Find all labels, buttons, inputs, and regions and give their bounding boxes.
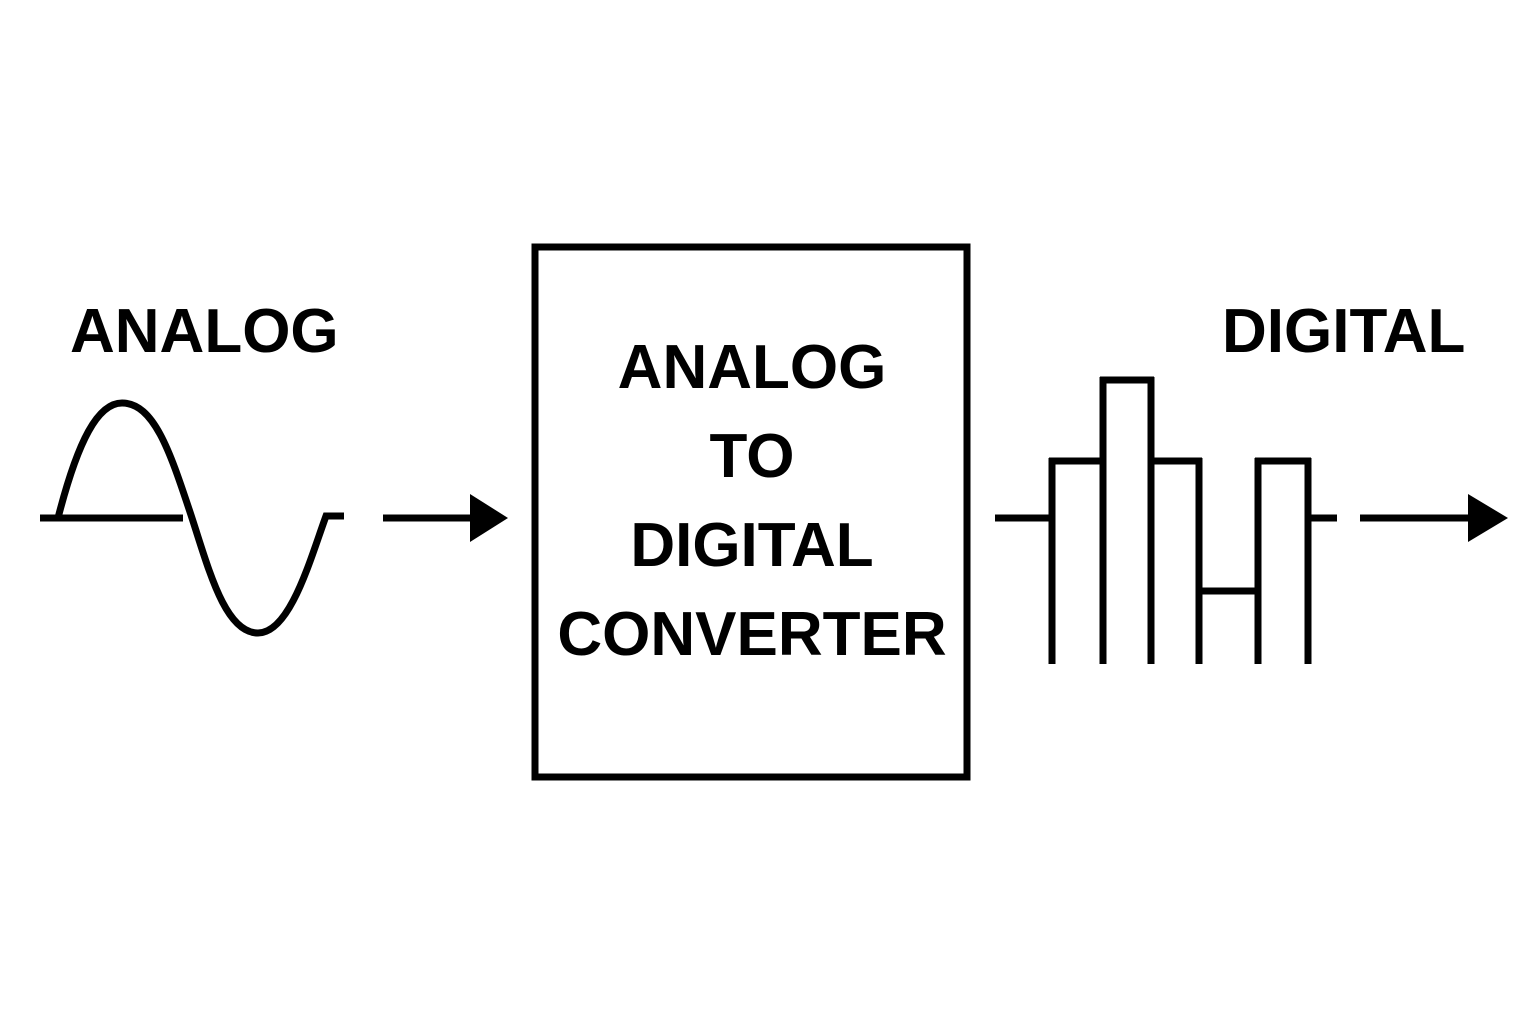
converter-label-line-3: DIGITAL bbox=[630, 511, 873, 580]
digital-output-label: DIGITAL bbox=[1222, 297, 1465, 366]
analog-input-label: ANALOG bbox=[70, 297, 339, 366]
converter-label-line-4: CONVERTER bbox=[557, 600, 946, 669]
converter-label-line-1: ANALOG bbox=[618, 333, 887, 402]
converter-box bbox=[531, 243, 971, 781]
digital-signal bbox=[995, 376, 1337, 664]
output-arrow-icon bbox=[1360, 494, 1508, 542]
sine-curve bbox=[54, 399, 344, 637]
converter-label-line-2: TO bbox=[710, 422, 795, 491]
input-arrow-icon bbox=[383, 494, 508, 542]
analog-sine-wave bbox=[40, 399, 344, 637]
